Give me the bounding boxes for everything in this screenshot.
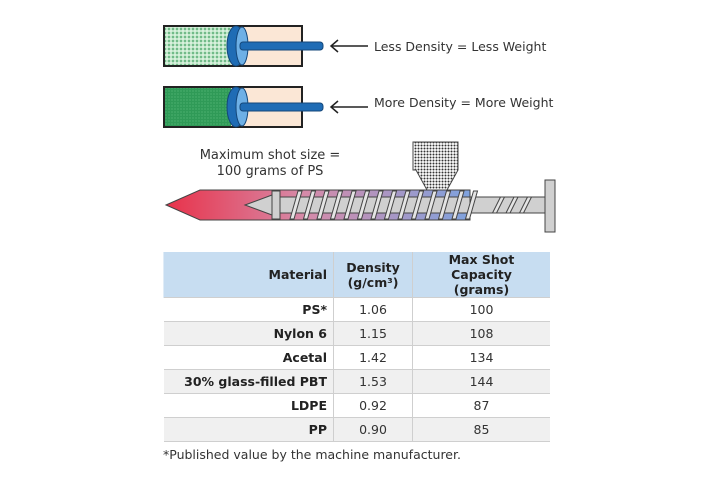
low-density-label: Less Density = Less Weight: [374, 39, 547, 54]
cell-density: 0.90: [333, 417, 413, 442]
screw-flight: [505, 196, 519, 214]
cell-material: PP: [163, 417, 334, 442]
header-material: Material: [163, 252, 334, 298]
cell-capacity: 100: [412, 297, 550, 322]
screw-flight: [464, 190, 479, 220]
cell-capacity: 144: [412, 369, 550, 394]
cell-material: LDPE: [163, 393, 334, 418]
diagram: [163, 25, 556, 233]
hopper: [412, 141, 459, 191]
screw-flight: [316, 190, 330, 220]
cell-density: 1.15: [333, 321, 413, 346]
cell-material: Nylon 6: [163, 321, 334, 346]
cell-material: 30% glass-filled PBT: [163, 369, 334, 394]
cell-density: 1.06: [333, 297, 413, 322]
screw-flight: [329, 190, 344, 220]
screw-flight: [289, 190, 303, 220]
screw-flight: [451, 190, 465, 220]
shot-size-caption: Maximum shot size = 100 grams of PS: [190, 148, 350, 180]
cell-density: 0.92: [333, 393, 413, 418]
table-header: Material Density(g/cm³) Max Shot Capacit…: [163, 252, 550, 298]
screw-flight: [518, 196, 533, 214]
cell-capacity: 87: [412, 393, 550, 418]
cell-capacity: 85: [412, 417, 550, 442]
cylinder-low-density: [163, 25, 368, 67]
high-density-label: More Density = More Weight: [374, 95, 554, 110]
screw-flight: [370, 190, 384, 220]
header-density: Density(g/cm³): [333, 252, 413, 298]
caption-line-2: 100 grams of PS: [216, 164, 324, 179]
cell-density: 1.42: [333, 345, 413, 370]
header-capacity: Max Shot Capacity(grams): [412, 252, 550, 298]
screw-flight: [302, 190, 317, 220]
cell-capacity: 134: [412, 345, 550, 370]
screw-flight: [343, 190, 357, 220]
shot-capacity-table: Material Density(g/cm³) Max Shot Capacit…: [163, 252, 550, 442]
arrow-left-icon: [329, 100, 368, 114]
cell-material: Acetal: [163, 345, 334, 370]
screw-flight: [356, 190, 371, 220]
screw-flight: [437, 190, 452, 220]
cell-capacity: 108: [412, 321, 550, 346]
cell-material: PS*: [163, 297, 334, 322]
screw-flight: [410, 190, 425, 220]
cylinder-high-density: [163, 86, 368, 128]
caption-line-1: Maximum shot size =: [199, 148, 341, 163]
screw-flight: [383, 190, 398, 220]
screw-flight: [397, 190, 411, 220]
screw-flight: [424, 190, 438, 220]
footnote: *Published value by the machine manufact…: [163, 447, 461, 462]
injection-screw: [164, 141, 556, 233]
arrow-left-icon: [329, 39, 368, 53]
cell-density: 1.53: [333, 369, 413, 394]
screw-flight: [491, 196, 506, 214]
